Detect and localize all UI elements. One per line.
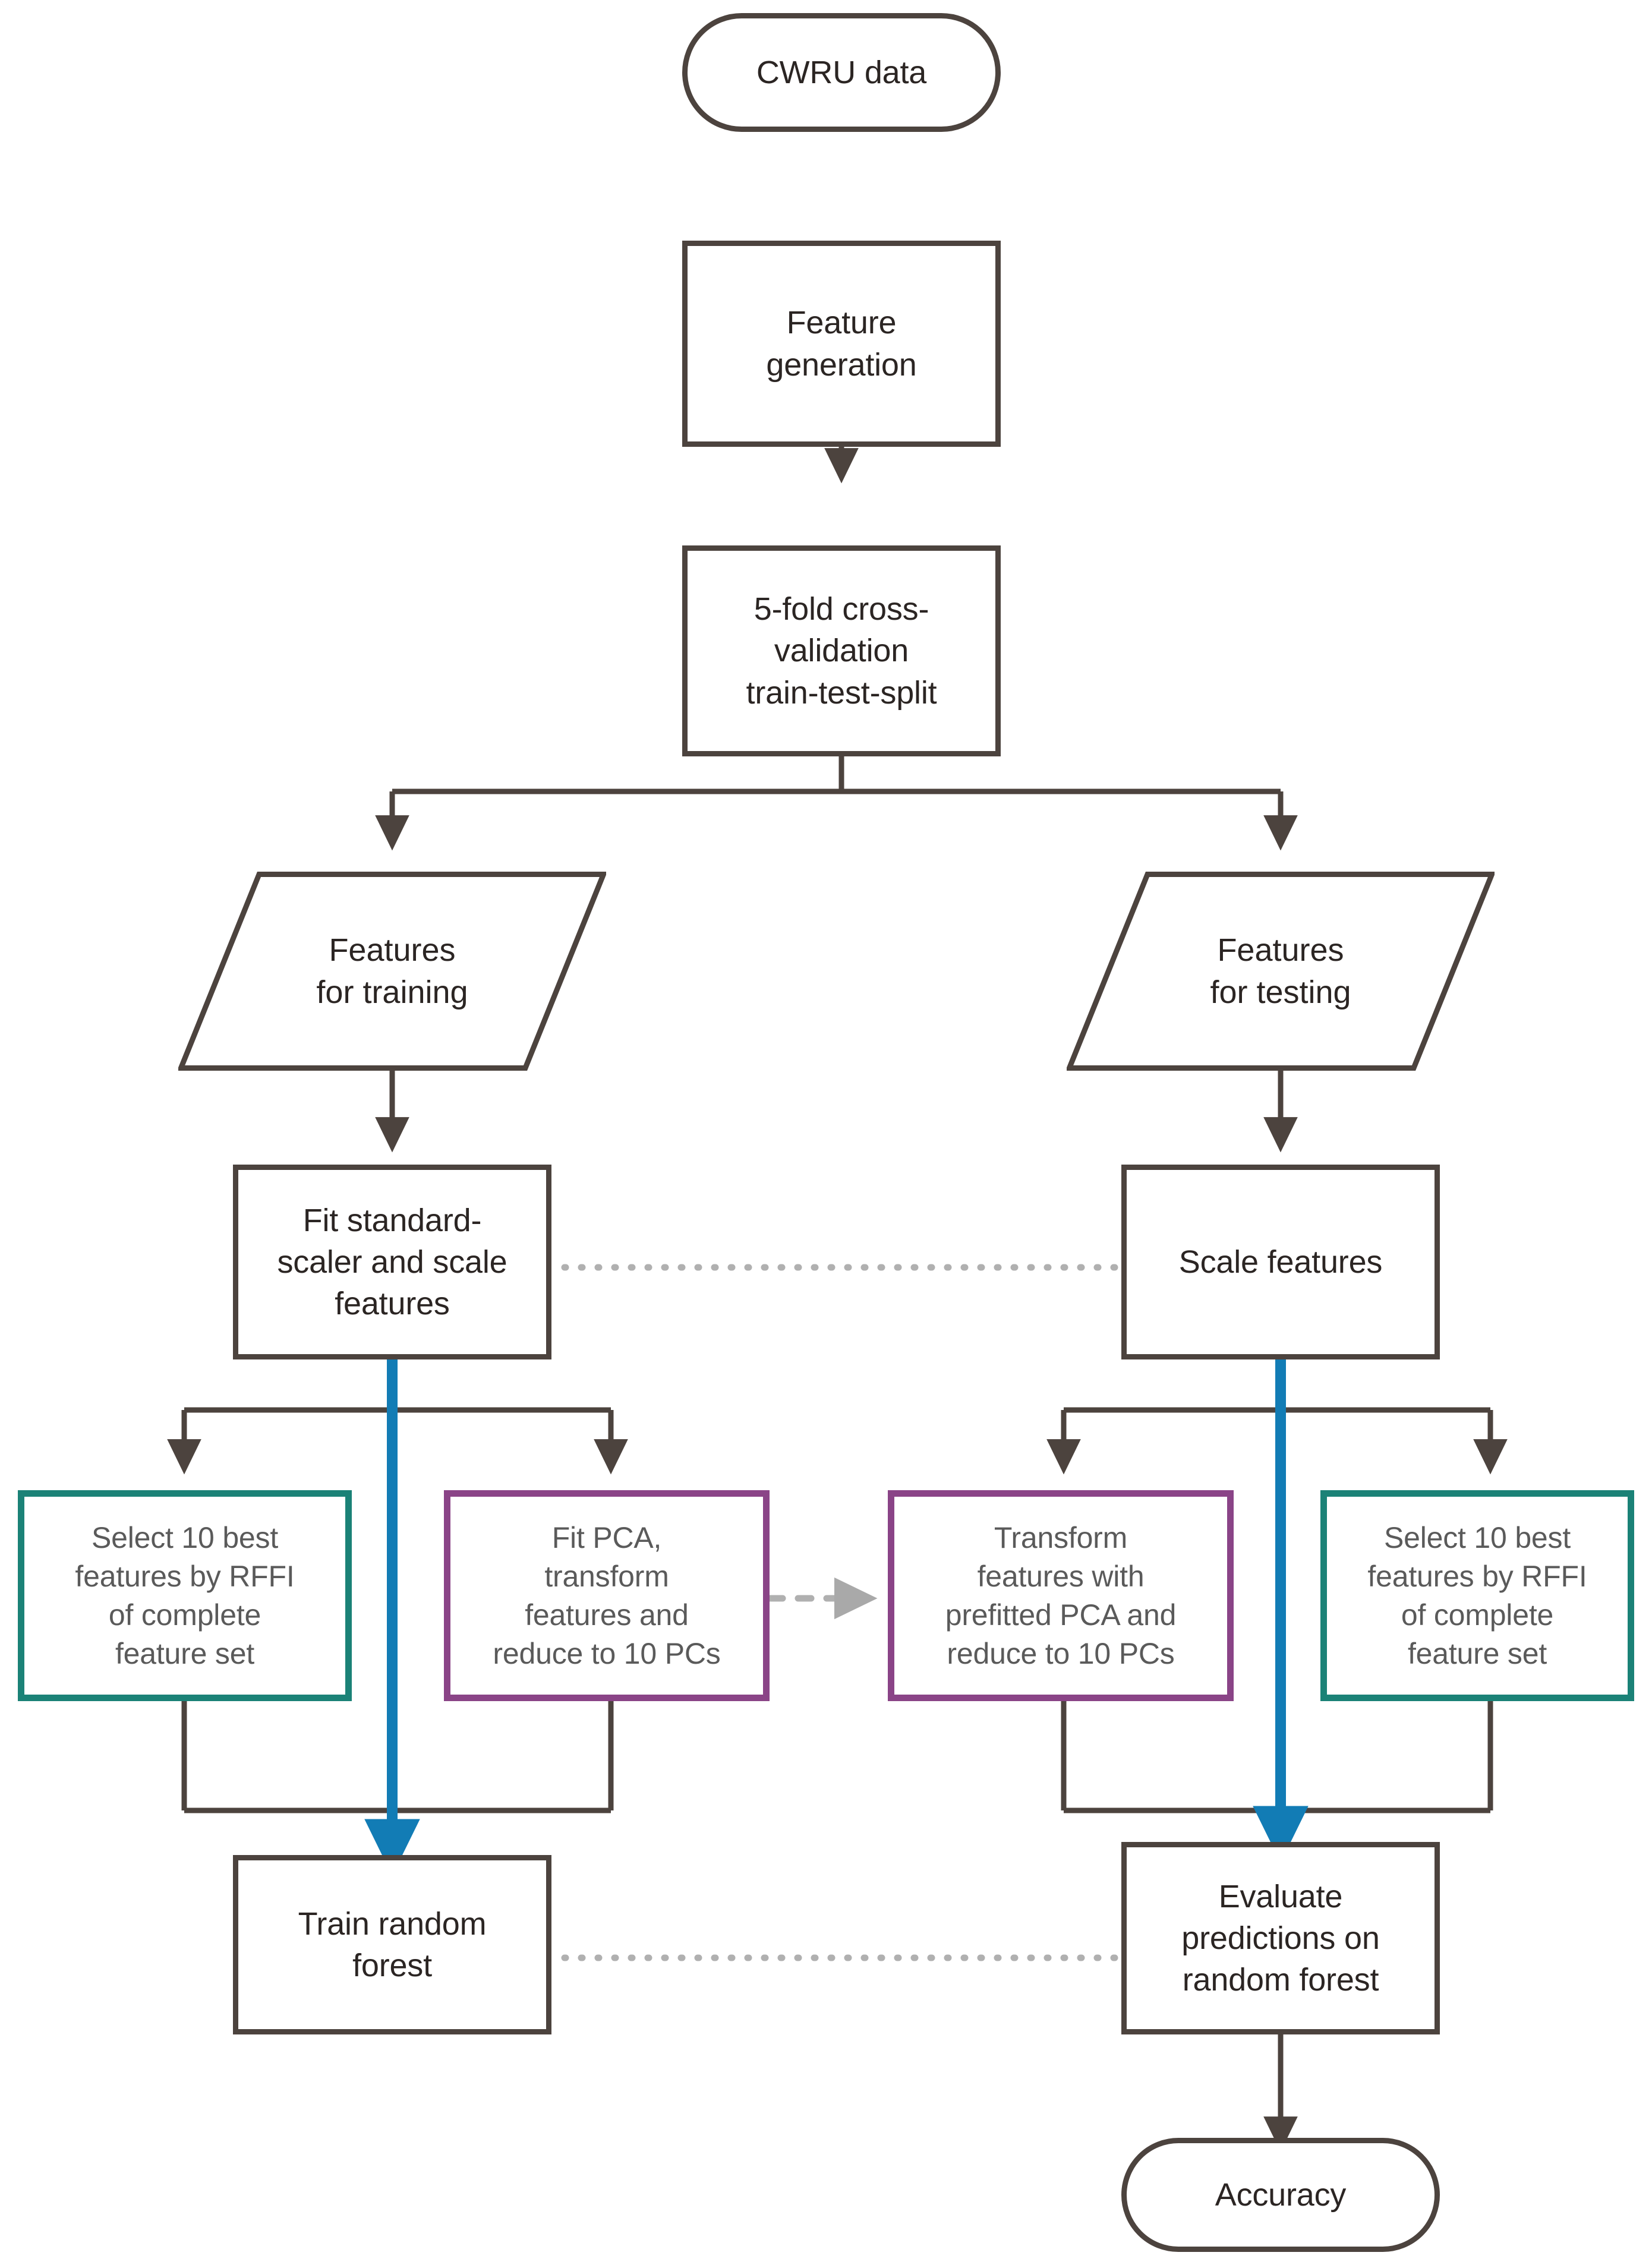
node-label: 5-fold cross- validation train-test-spli… (746, 591, 937, 711)
node-select-10-best-features-testing[interactable]: Select 10 best features by RFFI of compl… (1320, 1490, 1634, 1701)
node-label: Select 10 best features by RFFI of compl… (1367, 1520, 1587, 1670)
node-label: Scale features (1178, 1244, 1383, 1280)
node-label: Transform features with prefitted PCA an… (945, 1520, 1177, 1670)
node-label: Features for training (316, 932, 468, 1010)
node-features-for-training[interactable]: Features for training (178, 872, 606, 1071)
node-label: Feature generation (766, 305, 917, 383)
node-transform-features-prefitted-pca[interactable]: Transform features with prefitted PCA an… (888, 1490, 1234, 1701)
node-features-for-testing[interactable]: Features for testing (1067, 872, 1495, 1071)
node-train-random-forest[interactable]: Train random forest (233, 1855, 551, 2034)
node-select-10-best-features-training[interactable]: Select 10 best features by RFFI of compl… (18, 1490, 352, 1701)
node-start-cwru-data[interactable]: CWRU data (682, 13, 1001, 132)
node-label: Fit PCA, transform features and reduce t… (493, 1520, 721, 1670)
node-label: Evaluate predictions on random forest (1181, 1878, 1380, 1998)
node-fit-pca[interactable]: Fit PCA, transform features and reduce t… (444, 1490, 770, 1701)
node-label: Features for testing (1210, 932, 1351, 1010)
node-fit-standard-scaler[interactable]: Fit standard- scaler and scale features (233, 1165, 551, 1359)
node-scale-features[interactable]: Scale features (1121, 1165, 1440, 1359)
node-label: CWRU data (756, 54, 927, 90)
node-label: Train random forest (298, 1906, 487, 1983)
node-label: Select 10 best features by RFFI of compl… (75, 1520, 295, 1670)
node-label: Fit standard- scaler and scale features (277, 1202, 507, 1322)
node-end-accuracy[interactable]: Accuracy (1121, 2138, 1440, 2252)
node-label: Accuracy (1215, 2176, 1347, 2213)
node-feature-generation[interactable]: Feature generation (682, 241, 1001, 447)
node-cross-validation[interactable]: 5-fold cross- validation train-test-spli… (682, 545, 1001, 756)
node-evaluate-predictions[interactable]: Evaluate predictions on random forest (1121, 1842, 1440, 2034)
